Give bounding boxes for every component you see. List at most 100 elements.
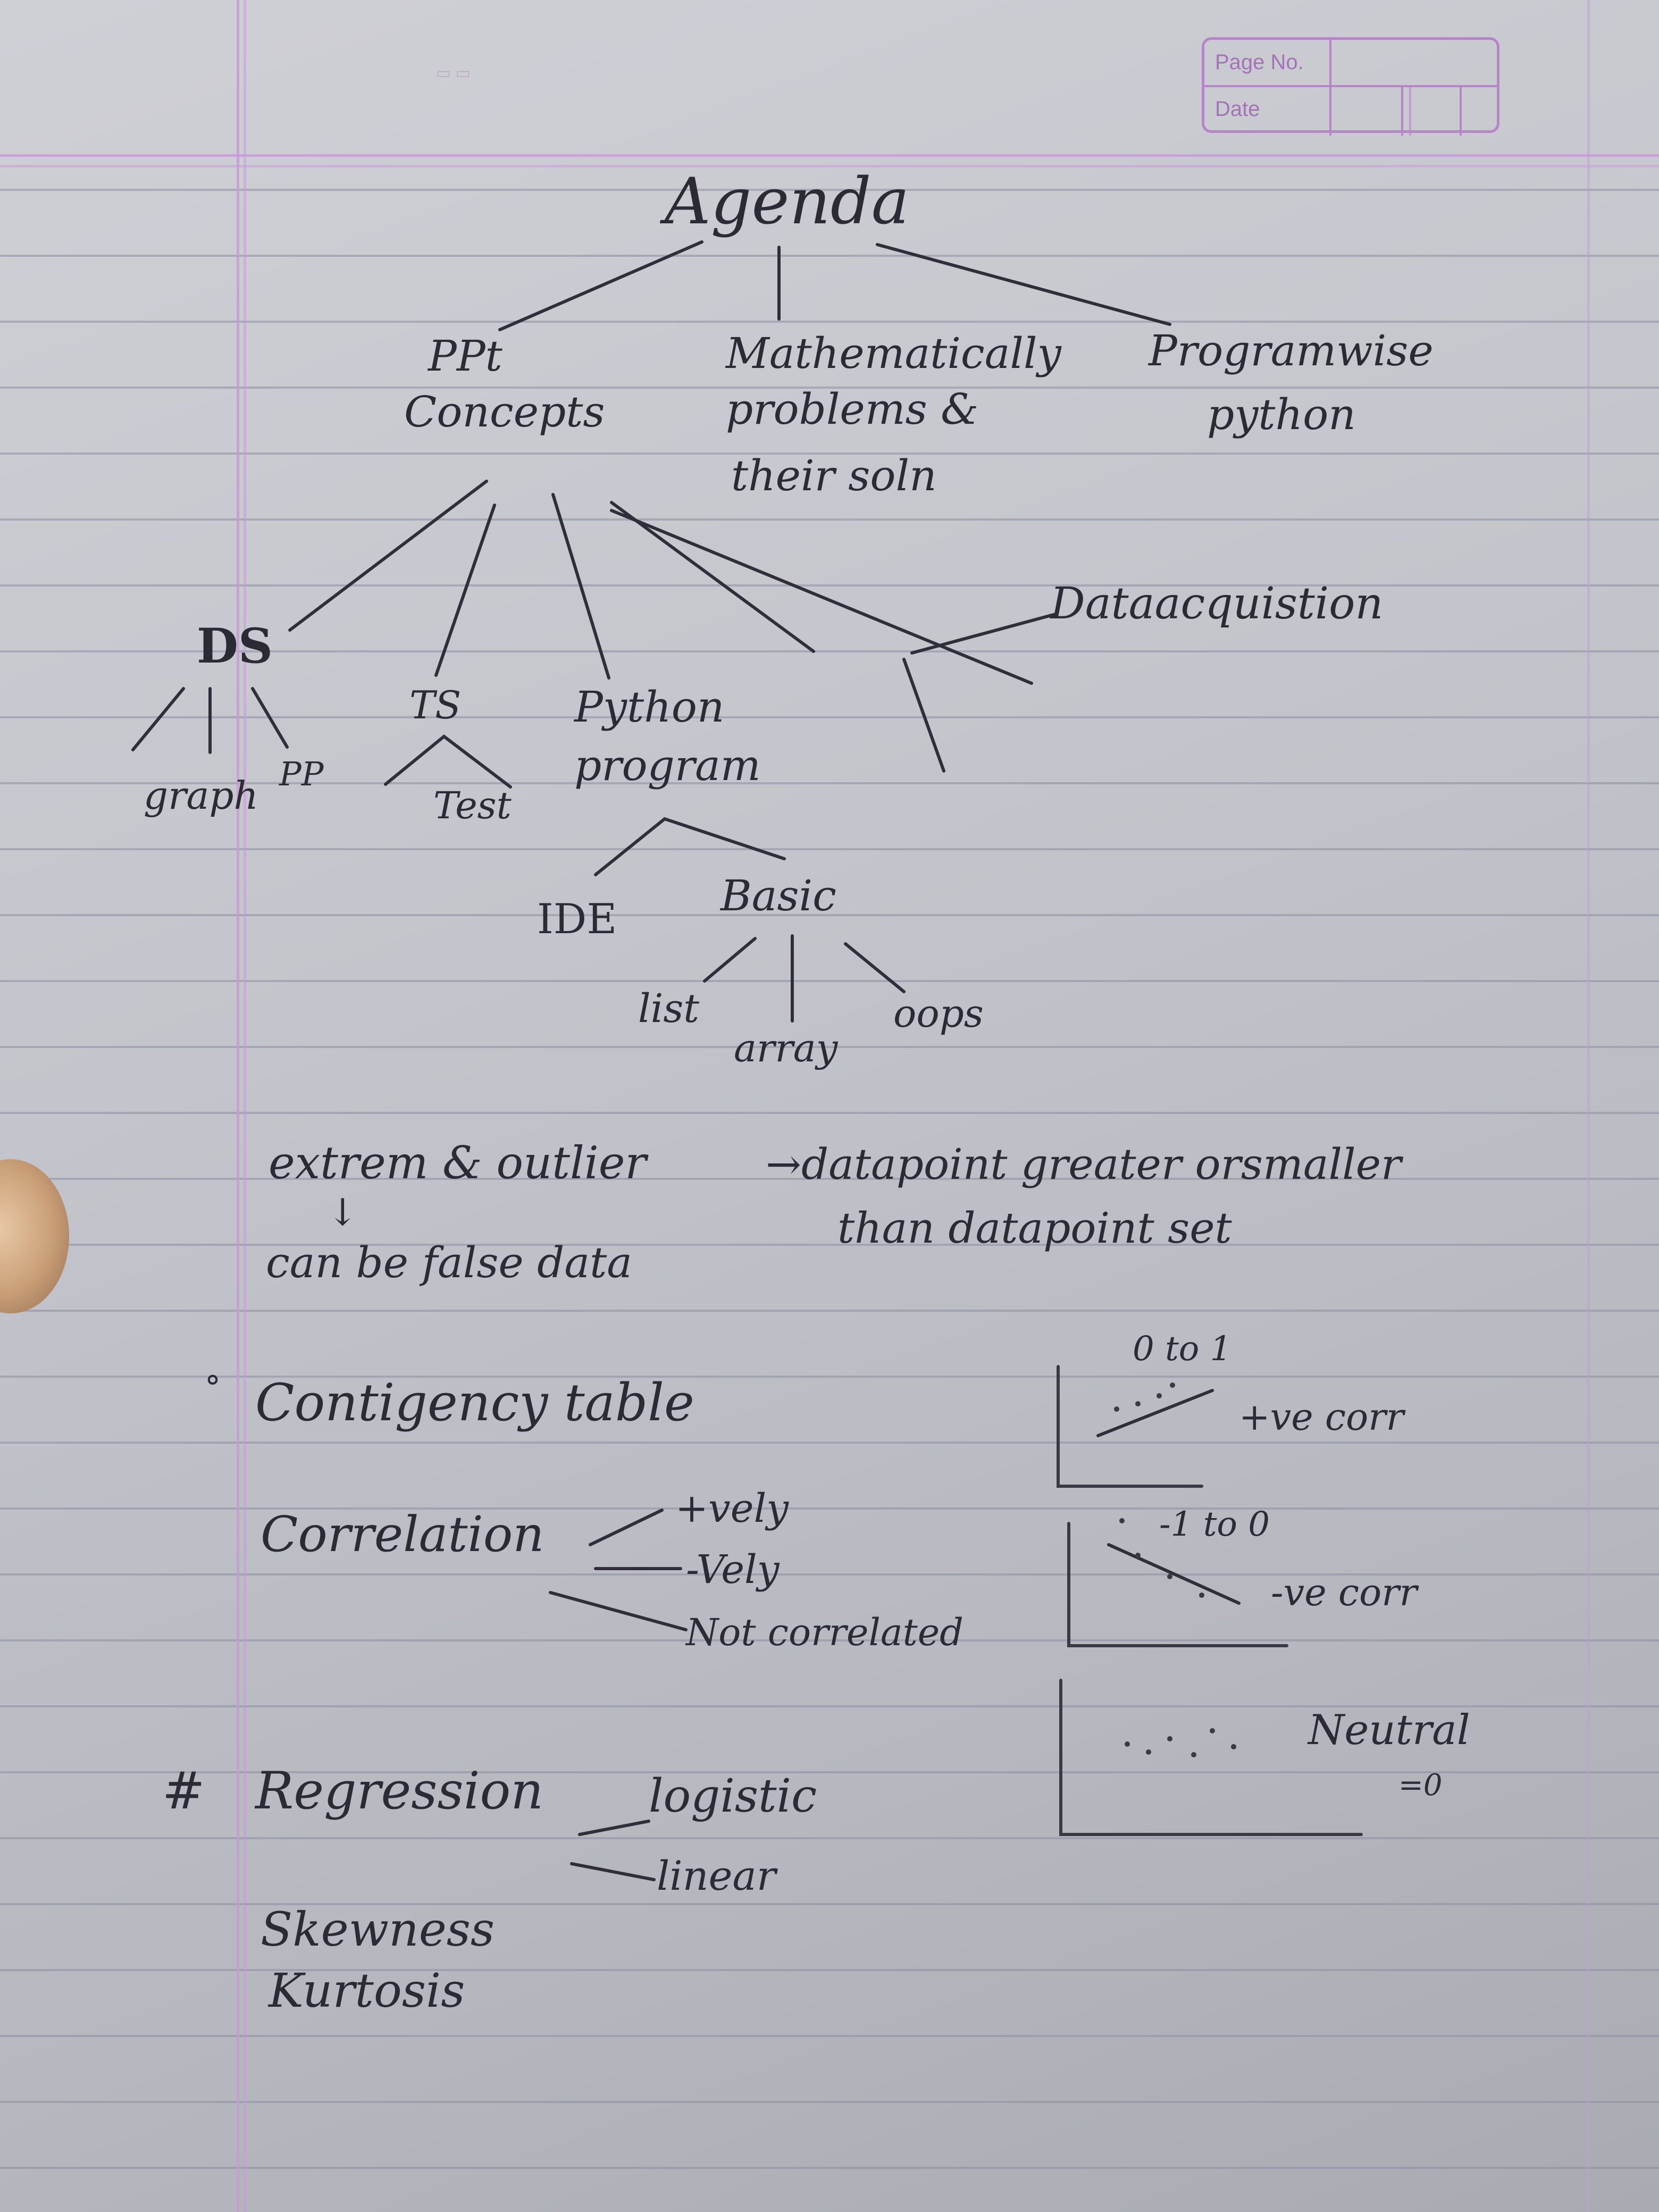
correlation-none: Not correlated — [686, 1611, 963, 1654]
regression-line-logistic — [578, 1820, 650, 1836]
neutral-plot-point — [1191, 1752, 1196, 1757]
kurtosis-label: Kurtosis — [269, 1963, 465, 2018]
pos-range-label: 0 to 1 — [1133, 1329, 1232, 1369]
ruled-line — [0, 2167, 1659, 2169]
branch-line-python — [551, 493, 610, 680]
neutral-plot-point — [1125, 1741, 1130, 1747]
ruled-line — [0, 1771, 1659, 1773]
ruled-line — [0, 1837, 1659, 1839]
ruled-line — [0, 1507, 1659, 1510]
ruled-line — [0, 782, 1659, 784]
ide-label: IDE — [537, 895, 617, 943]
ruled-line — [0, 1903, 1659, 1905]
neg-range-label: -1 to 0 — [1159, 1505, 1270, 1544]
math-problems-line3: their soln — [731, 451, 937, 500]
page-date-box: Page No. Date — [1202, 37, 1499, 136]
ppt-concepts-line2: Concepts — [404, 387, 605, 437]
outlier-line1: extrem & outlier — [269, 1137, 647, 1189]
regression-linear: linear — [657, 1852, 776, 1899]
faint-stamp: ▭ ▭ — [436, 64, 471, 82]
ts-label: TS — [409, 683, 462, 727]
regression-logistic: logistic — [649, 1770, 817, 1823]
branch-line-ts — [434, 504, 496, 677]
data-acquisition: Dataacquistion — [1050, 579, 1384, 629]
ruled-line — [0, 518, 1659, 521]
margin-line-left — [237, 0, 239, 2212]
neutral-plot-point — [1146, 1749, 1151, 1755]
top-margin-line-2 — [0, 165, 1659, 167]
outlier-line3: can be false data — [266, 1238, 632, 1287]
ruled-line — [0, 453, 1659, 455]
agenda-title: Agenda — [665, 165, 910, 239]
pp-label: PP — [279, 755, 324, 793]
neutral-plot-point — [1167, 1736, 1172, 1741]
python-program-line2: program — [574, 741, 761, 790]
basic-line-right — [844, 942, 906, 993]
math-problems-line2: problems & — [726, 384, 979, 434]
python-program-line1: Python — [574, 682, 725, 732]
regression-hash: # — [162, 1761, 205, 1821]
ruled-line — [0, 650, 1659, 652]
bullet: ° — [205, 1369, 221, 1406]
neg-plot-point — [1199, 1593, 1204, 1598]
branch-line-ppt — [498, 240, 703, 331]
margin-line-right — [1587, 0, 1590, 2212]
basic-label: Basic — [720, 871, 836, 920]
corr-line-none — [549, 1591, 688, 1631]
branch-line-extra-2 — [610, 509, 1033, 685]
ruled-line — [0, 387, 1659, 389]
correlation-positive: +vely — [675, 1486, 789, 1531]
graph-label: graph — [144, 773, 258, 818]
ruled-line — [0, 1244, 1659, 1246]
date-label: Date — [1215, 97, 1260, 121]
ruled-line — [0, 321, 1659, 323]
corr-line-pos — [589, 1509, 664, 1546]
correlation-negative: -Vely — [686, 1547, 780, 1593]
basic-line-left — [703, 937, 757, 983]
pos-plot-point — [1157, 1393, 1162, 1398]
page-no-label: Page No. — [1215, 51, 1304, 74]
ds-line-right — [251, 687, 289, 749]
outlier-arrow-text: →datapoint greater orsmaller — [766, 1139, 1402, 1189]
oops-label: oops — [893, 991, 984, 1036]
pos-plot-point — [1135, 1401, 1141, 1406]
pos-plot-point — [1114, 1406, 1119, 1412]
neutral-plot-point — [1210, 1728, 1215, 1733]
ppt-concepts-line1: PPt — [428, 331, 502, 381]
margin-line-left-inner — [244, 0, 246, 2212]
ruled-line — [0, 255, 1659, 257]
pos-plot-trend — [1096, 1389, 1214, 1437]
ds-line-left — [131, 687, 185, 751]
outlier-line2: than datapoint set — [837, 1203, 1232, 1253]
array-label: array — [734, 1026, 838, 1070]
ts-lines — [384, 734, 512, 789]
ruled-line — [0, 1639, 1659, 1641]
neg-plot-trend — [1107, 1543, 1241, 1605]
ruled-line — [0, 1046, 1659, 1048]
ruled-line — [0, 2035, 1659, 2037]
ruled-line — [0, 1376, 1659, 1378]
ruled-line — [0, 914, 1659, 916]
ruled-line — [0, 1178, 1659, 1180]
branch-line-ds — [288, 480, 488, 632]
ruled-line — [0, 980, 1659, 982]
neg-plot-point — [1135, 1553, 1141, 1558]
down-arrow: ↓ — [327, 1191, 358, 1234]
branch-line-program — [876, 243, 1171, 326]
contingency-table: Contigency table — [255, 1373, 694, 1432]
branch-line-extra-1 — [610, 501, 815, 653]
pos-plot-point — [1170, 1382, 1175, 1388]
ruled-line — [0, 1442, 1659, 1444]
ruled-line — [0, 1310, 1659, 1312]
branch-line-extra-3 — [902, 658, 945, 773]
neutral-label: Neutral — [1308, 1706, 1470, 1754]
ruled-line — [0, 1573, 1659, 1576]
test-label: Test — [433, 784, 512, 827]
neutral-plot-axes — [1059, 1679, 1363, 1836]
ruled-line — [0, 1969, 1659, 1971]
ruled-line — [0, 1112, 1659, 1114]
regression-line-linear — [570, 1862, 656, 1881]
python-lines — [594, 817, 786, 876]
neg-plot-point — [1167, 1574, 1172, 1579]
